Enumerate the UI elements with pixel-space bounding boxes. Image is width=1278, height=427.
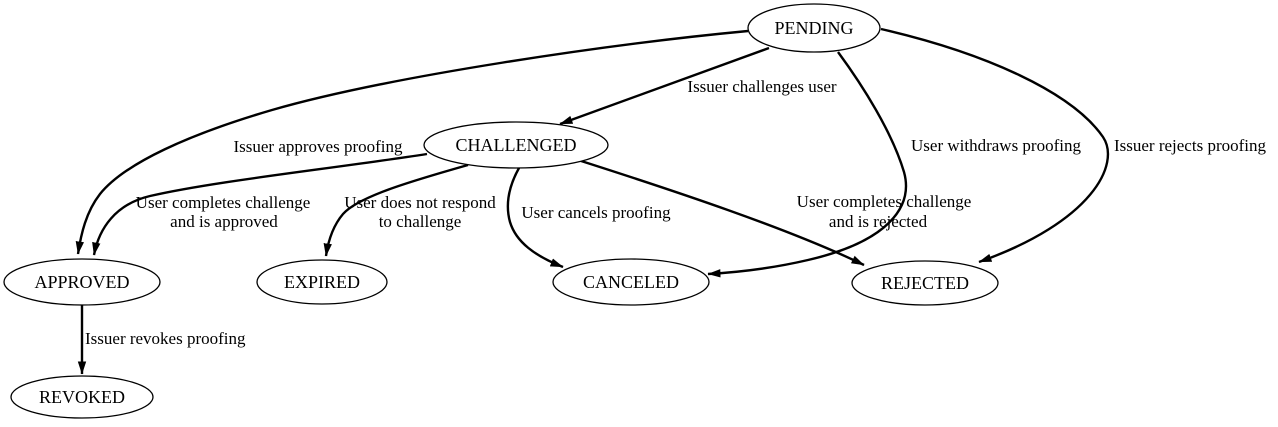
edge-pending-rejected-label: Issuer rejects proofing — [1114, 136, 1267, 155]
edge-challenged-expired: User does not respond to challenge — [323, 163, 496, 257]
edge-pending-approved-label: Issuer approves proofing — [233, 137, 403, 156]
edge-pending-challenged-path — [559, 46, 770, 126]
node-approved: APPROVED — [3, 258, 161, 306]
node-rejected: REJECTED — [851, 260, 999, 306]
revoked-node-label: REVOKED — [39, 387, 125, 407]
node-revoked: REVOKED — [10, 375, 154, 419]
node-expired: EXPIRED — [256, 259, 388, 305]
approved-node-shape — [3, 258, 161, 306]
edge-challenged-approved-path — [92, 152, 428, 256]
edge-pending-approved-path — [75, 29, 749, 255]
edge-challenged-rejected-path — [577, 158, 865, 267]
edge-challenged-canceled-label: User cancels proofing — [521, 203, 671, 222]
edge-challenged-expired-label-line2: to challenge — [379, 212, 462, 231]
rejected-node-shape — [851, 260, 999, 306]
approved-node-label: APPROVED — [34, 272, 129, 292]
edge-pending-challenged-label: Issuer challenges user — [687, 77, 837, 96]
canceled-node-label: CANCELED — [583, 272, 679, 292]
edge-pending-canceled: User withdraws proofing — [707, 51, 1081, 278]
edge-challenged-canceled: User cancels proofing — [506, 167, 671, 269]
edge-approved-revoked-label: Issuer revokes proofing — [85, 329, 246, 348]
challenged-node-label: CHALLENGED — [456, 135, 577, 155]
pending-node-label: PENDING — [775, 18, 854, 38]
edge-pending-canceled-label: User withdraws proofing — [911, 136, 1081, 155]
expired-node-label: EXPIRED — [284, 272, 360, 292]
edge-pending-approved: Issuer approves proofing — [75, 29, 749, 255]
edge-challenged-approved-label-line1: User completes challenge — [136, 193, 311, 212]
edge-approved-revoked: Issuer revokes proofing — [77, 305, 246, 375]
node-canceled: CANCELED — [552, 258, 710, 306]
edge-challenged-expired-label-line1: User does not respond — [344, 193, 496, 212]
edge-challenged-rejected-label-line2: and is rejected — [829, 212, 928, 231]
expired-node-shape — [256, 259, 388, 305]
edge-pending-rejected-path — [880, 27, 1110, 264]
edge-challenged-approved: User completes challenge and is approved — [92, 152, 428, 256]
node-pending: PENDING — [747, 3, 881, 53]
pending-node-shape — [747, 3, 881, 53]
node-challenged: CHALLENGED — [423, 121, 609, 169]
challenged-node-shape — [423, 121, 609, 169]
edge-pending-canceled-path — [707, 51, 908, 278]
edge-challenged-rejected-label-line1: User completes challenge — [797, 192, 972, 211]
edge-pending-challenged: Issuer challenges user — [559, 46, 837, 126]
rejected-node-label: REJECTED — [881, 273, 969, 293]
edge-pending-rejected: Issuer rejects proofing — [880, 27, 1267, 264]
edge-challenged-canceled-path — [506, 167, 564, 269]
revoked-node-shape — [10, 375, 154, 419]
canceled-node-shape — [552, 258, 710, 306]
edge-challenged-approved-label-line2: and is approved — [170, 212, 278, 231]
edge-challenged-expired-path — [323, 163, 469, 257]
edge-challenged-rejected: User completes challenge and is rejected — [577, 158, 972, 267]
